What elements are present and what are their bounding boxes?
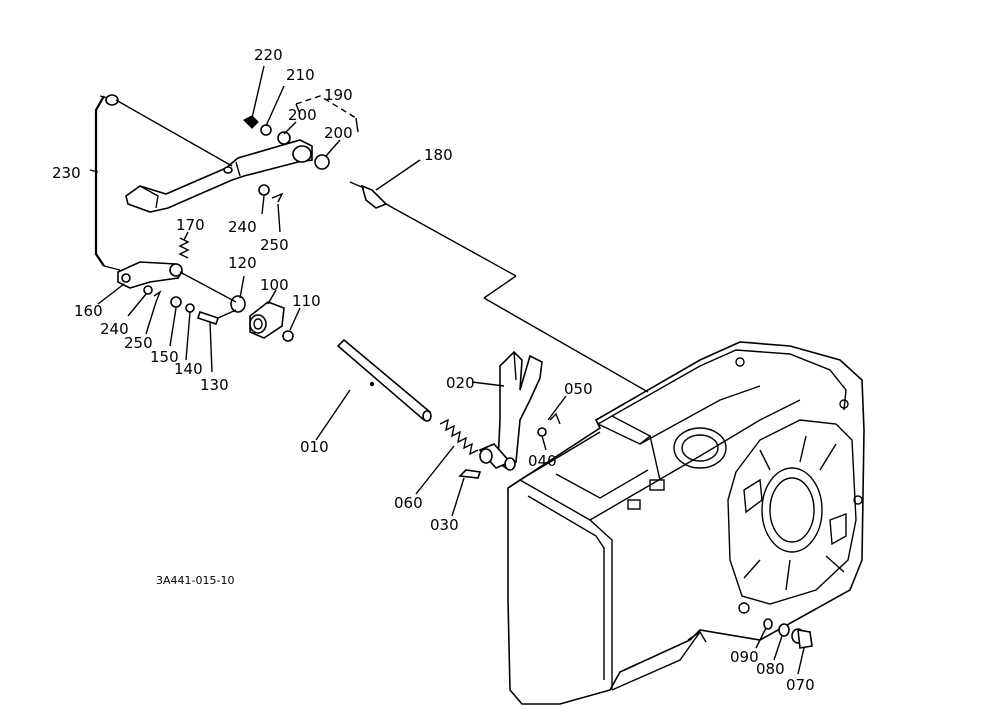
- transmission-housing: [507, 341, 865, 705]
- label-080: 080: [756, 660, 785, 678]
- linkage-rod-230: [94, 94, 121, 271]
- label-210: 210: [286, 66, 315, 84]
- drain-plug-parts: [763, 618, 813, 649]
- label-050: 050: [564, 380, 593, 398]
- label-190: 190: [324, 86, 353, 104]
- label-120: 120: [228, 254, 257, 272]
- label-220: 220: [254, 46, 283, 64]
- label-140: 140: [174, 360, 203, 378]
- label-040: 040: [528, 452, 557, 470]
- bolt-nut-parts: [170, 296, 220, 326]
- release-lever-160: [117, 237, 190, 303]
- label-110: 110: [292, 292, 321, 310]
- label-130: 130: [200, 376, 229, 394]
- label-090: 090: [730, 648, 759, 666]
- part-labels: 220 210 190 200 200 180 230 240 250 170 …: [52, 46, 815, 694]
- label-010: 010: [300, 438, 329, 456]
- label-180: 180: [424, 146, 453, 164]
- label-020: 020: [446, 374, 475, 392]
- clutch-pedal-arm: [125, 139, 313, 213]
- label-060: 060: [394, 494, 423, 512]
- label-160: 160: [74, 302, 103, 320]
- label-100: 100: [260, 276, 289, 294]
- label-250-a: 250: [260, 236, 289, 254]
- label-240-a: 240: [228, 218, 257, 236]
- label-150: 150: [150, 348, 179, 366]
- release-shaft-010: [336, 338, 432, 422]
- release-bearing: [230, 295, 294, 342]
- release-fork-020: [458, 350, 561, 479]
- label-170: 170: [176, 216, 205, 234]
- label-240-b: 240: [100, 320, 129, 338]
- leader-lines: [89, 65, 805, 675]
- label-030: 030: [430, 516, 459, 534]
- label-230: 230: [52, 164, 81, 182]
- label-200-a: 200: [288, 106, 317, 124]
- spring-060: [439, 418, 479, 456]
- label-070: 070: [786, 676, 815, 694]
- label-200-b: 200: [324, 124, 353, 142]
- label-250-b: 250: [124, 334, 153, 352]
- diagram-code: 3A441-015-10: [156, 574, 234, 587]
